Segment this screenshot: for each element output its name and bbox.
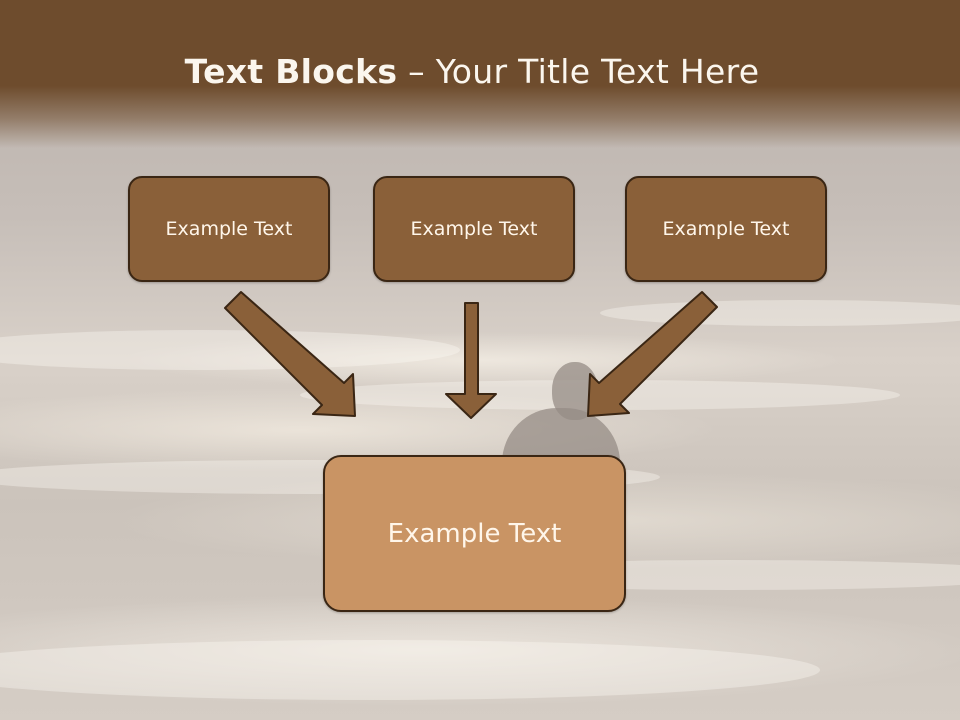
arrow-down-left-icon [587, 291, 718, 417]
page-title: Text Blocks – Your Title Text Here [0, 52, 944, 91]
text-block-center[interactable]: Example Text [373, 176, 575, 282]
text-block-right[interactable]: Example Text [625, 176, 827, 282]
text-block-bottom-label: Example Text [387, 518, 562, 549]
text-block-left[interactable]: Example Text [128, 176, 330, 282]
arrow-down-right-icon [224, 291, 356, 417]
text-block-left-label: Example Text [165, 218, 293, 240]
text-block-center-label: Example Text [410, 218, 538, 240]
text-block-bottom[interactable]: Example Text [323, 455, 626, 612]
title-header: Text Blocks – Your Title Text Here [0, 0, 960, 148]
arrow-down-icon [445, 302, 497, 419]
text-block-right-label: Example Text [662, 218, 790, 240]
title-rest: – Your Title Text Here [397, 52, 760, 91]
title-bold: Text Blocks [184, 52, 398, 91]
